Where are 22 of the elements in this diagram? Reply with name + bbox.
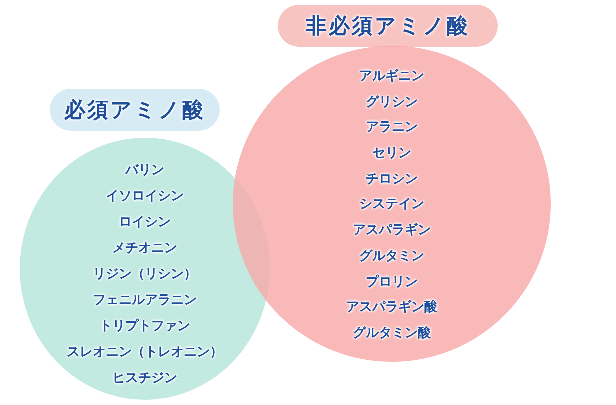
amino-acid-name: プロリン [366, 274, 418, 292]
amino-acid-name: アラニン [366, 119, 418, 138]
amino-acid-name: メチオニン [112, 240, 178, 258]
amino-acid-name: イソロイシン [106, 188, 184, 206]
amino-acid-name: ヒスチジン [112, 370, 178, 388]
amino-acid-name: グルタミン [360, 248, 424, 266]
amino-acid-name: バリン [126, 162, 164, 180]
amino-acid-name: セリン [372, 145, 412, 164]
amino-acid-name: フェニルアラニン [93, 292, 197, 310]
amino-acid-name: アスパラギン [353, 222, 431, 240]
amino-acid-name: グルタミン酸 [353, 324, 431, 343]
amino-acid-name: アルギニン [360, 68, 424, 86]
amino-acid-name: スレオニン（トレオニン） [67, 344, 223, 362]
heading-pill: 必須アミノ酸 [50, 89, 220, 131]
amino-acid-name: リジン（リシン） [93, 266, 197, 284]
amino-acid-name: ロイシン [119, 214, 171, 232]
amino-acid-name: アスパラギン酸 [346, 299, 438, 318]
heading-pill: 非必須アミノ酸 [278, 5, 498, 47]
amino-acid-name: システイン [360, 196, 424, 214]
amino-acid-name: グリシン [366, 94, 418, 112]
amino-acid-name: トリプトファン [100, 318, 190, 336]
amino-acid-name: チロシン [366, 170, 418, 189]
